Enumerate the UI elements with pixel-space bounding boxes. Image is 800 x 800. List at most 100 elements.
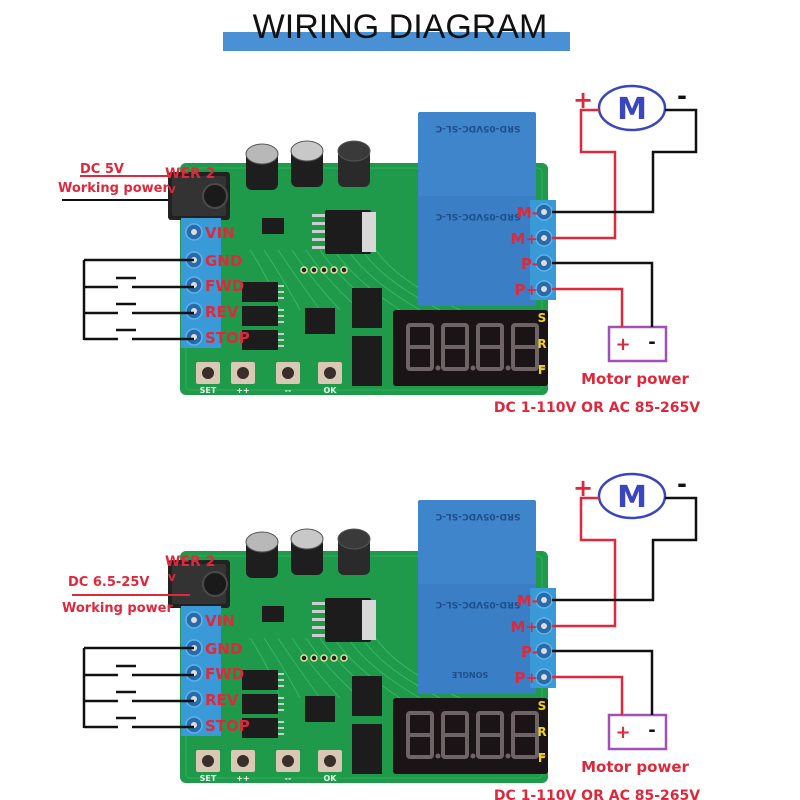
power-plus-sign: + bbox=[615, 334, 630, 355]
regulator-pin bbox=[312, 246, 325, 249]
relay-1-label: SRD-05VDC-SL-C bbox=[435, 511, 520, 521]
header-pin bbox=[320, 266, 328, 274]
motor-minus-sign: - bbox=[677, 470, 687, 498]
opto-pin bbox=[278, 339, 284, 341]
relay-brand: SONGLE bbox=[452, 670, 488, 679]
opto-pin bbox=[278, 733, 284, 735]
working-power-label: Working power bbox=[58, 181, 169, 196]
pcb-trace bbox=[347, 249, 421, 311]
opto-pin bbox=[278, 727, 284, 729]
button-label-0: SET bbox=[200, 386, 217, 395]
input-terminal-label-fwd: FWD bbox=[205, 665, 244, 683]
jack-sublabel: V bbox=[168, 185, 176, 196]
opto-pin bbox=[278, 345, 284, 347]
tactile-button-cap bbox=[237, 755, 249, 767]
tactile-button-cap bbox=[237, 367, 249, 379]
capacitor-top bbox=[337, 140, 371, 162]
relay-1 bbox=[418, 500, 536, 588]
regulator-pin bbox=[312, 230, 325, 233]
display-dp bbox=[505, 365, 511, 371]
capacitor-top bbox=[290, 528, 324, 550]
indicator-label-r: R bbox=[537, 337, 546, 351]
opto-pin bbox=[278, 291, 284, 293]
indicator-label-r: R bbox=[537, 725, 546, 739]
pcb-trace bbox=[347, 637, 421, 699]
motor-minus-wire bbox=[552, 108, 698, 214]
regulator-tab bbox=[362, 212, 376, 252]
motor-plus-sign: + bbox=[573, 86, 593, 114]
opto-pin bbox=[278, 321, 284, 323]
output-terminal-screw-head bbox=[541, 648, 547, 654]
relay-1-label: SRD-05VDC-SL-C bbox=[435, 123, 520, 133]
motor-symbol bbox=[597, 84, 667, 132]
pcb-trace bbox=[291, 249, 341, 311]
display-dp bbox=[435, 753, 441, 759]
pcb-trace bbox=[263, 249, 301, 311]
pcb-trace bbox=[249, 637, 281, 699]
power-minus-wire bbox=[552, 649, 654, 715]
page-title: WIRING DIAGRAM bbox=[252, 8, 548, 46]
capacitor-top bbox=[290, 140, 324, 162]
optocoupler bbox=[242, 694, 278, 714]
relay-2 bbox=[418, 196, 536, 306]
header-pin bbox=[330, 266, 338, 274]
title-underline-bar bbox=[223, 32, 570, 51]
button-label-3: OK bbox=[324, 774, 338, 783]
output-terminal-screw-head bbox=[541, 209, 547, 215]
opto-pin bbox=[278, 697, 284, 699]
indicator-label-f: F bbox=[538, 751, 546, 765]
opto-pin bbox=[278, 673, 284, 675]
pcb-trace bbox=[249, 249, 281, 311]
regulator-pin bbox=[312, 610, 325, 613]
motor-power-supply bbox=[607, 713, 668, 751]
output-terminal-screw-head bbox=[541, 235, 547, 241]
opto-pin bbox=[278, 309, 284, 311]
output-terminal-label-M+: M+ bbox=[511, 618, 539, 636]
driver-ic bbox=[352, 288, 382, 328]
optocoupler bbox=[242, 306, 278, 326]
input-terminal-label-rev: REV bbox=[205, 691, 239, 709]
opto-pin bbox=[278, 721, 284, 723]
relay-2 bbox=[418, 584, 536, 694]
jack-label: WER 2 bbox=[165, 166, 215, 182]
opto-pin bbox=[278, 709, 284, 711]
button-label-3: OK bbox=[324, 386, 338, 395]
tactile-button-cap bbox=[202, 367, 214, 379]
display-dp bbox=[435, 365, 441, 371]
input-terminal-label-fwd: FWD bbox=[205, 277, 244, 295]
button-label-2: -- bbox=[285, 774, 292, 783]
output-terminal-label-P+: P+ bbox=[514, 281, 538, 299]
pcb-trace bbox=[333, 249, 401, 311]
output-terminal-label-P-: P- bbox=[521, 255, 538, 273]
power-plus-wire bbox=[552, 675, 624, 715]
dc-jack-socket bbox=[202, 183, 228, 209]
driver-ic bbox=[352, 676, 382, 716]
motor-power-label: Motor power bbox=[581, 370, 689, 388]
optocoupler bbox=[242, 718, 278, 738]
capacitor-top bbox=[245, 531, 279, 553]
output-terminal-screw-head bbox=[541, 260, 547, 266]
jack-label: WER 2 bbox=[165, 554, 215, 570]
diode bbox=[262, 606, 284, 622]
opto-pin bbox=[278, 297, 284, 299]
header-pin bbox=[300, 266, 308, 274]
diode bbox=[262, 218, 284, 234]
header-pin bbox=[310, 266, 318, 274]
input-terminal-screw-head bbox=[191, 229, 197, 235]
mcu-chip bbox=[305, 308, 335, 334]
display-dp bbox=[505, 753, 511, 759]
wiring-diagram-top: VINGNDFWDREVSTOPSET++--OKSRD-05VDC-SL-CS… bbox=[58, 82, 700, 416]
indicator-label-f: F bbox=[538, 363, 546, 377]
header-pin bbox=[310, 654, 318, 662]
working-power-label: Working power bbox=[62, 601, 173, 616]
tactile-button-cap bbox=[282, 755, 294, 767]
opto-pin bbox=[278, 703, 284, 705]
input-terminal-label-rev: REV bbox=[205, 303, 239, 321]
motor-plus-wire bbox=[552, 108, 617, 240]
motor-minus-sign: - bbox=[677, 82, 687, 110]
driver-ic-2 bbox=[352, 724, 382, 774]
tactile-button-cap bbox=[324, 367, 336, 379]
working-power-voltage: DC 6.5-25V bbox=[68, 575, 149, 590]
button-label-1: ++ bbox=[236, 386, 249, 395]
power-minus-wire bbox=[552, 261, 654, 327]
